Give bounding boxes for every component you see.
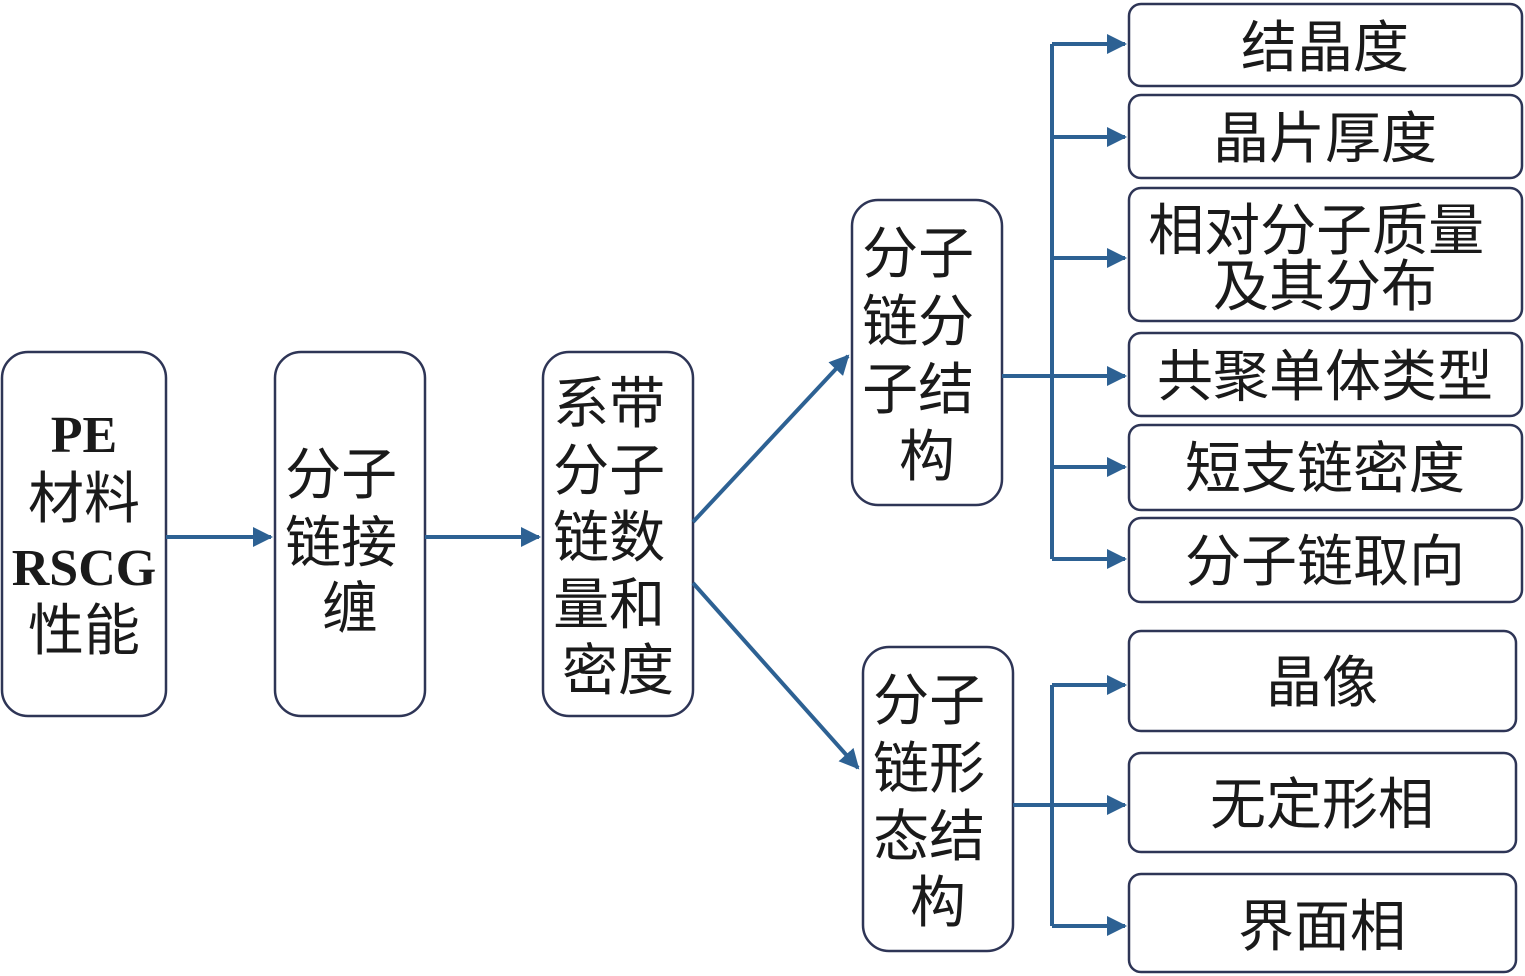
svg-text:PE: PE <box>51 407 117 464</box>
node-morphology-structure-line-2: 链形 <box>873 737 985 802</box>
node-entanglement-line-3: 缠 <box>322 577 378 642</box>
factor-comonomer-type: 共聚单体类型 <box>1127 331 1524 418</box>
svg-text:性能: 性能 <box>28 599 140 664</box>
factor-crystallinity-label: 结晶度 <box>1241 16 1409 81</box>
factor-molecular-weight: 相对分子质量 及其分布 <box>1127 186 1524 323</box>
svg-text:短支链密度: 短支链密度 <box>1185 437 1465 502</box>
factor-amorphous-phase-label: 无定形相 <box>1210 773 1434 838</box>
node-tie-chain-line-4: 量和 <box>553 573 665 638</box>
node-morphology-structure: 分子 链形 态结 构 <box>861 645 1015 953</box>
svg-text:分子 链接 缠: 分子 链接 缠 <box>285 443 415 642</box>
factor-interface-phase-label: 界面相 <box>1238 895 1406 960</box>
svg-text:晶片厚度: 晶片厚度 <box>1213 107 1437 172</box>
factor-amorphous-phase: 无定形相 <box>1127 751 1518 854</box>
node-tie-chain-line-3: 链数 <box>553 506 665 571</box>
node-entanglement: 分子 链接 缠 <box>273 350 427 718</box>
node-tie-chain-line-2: 分子 <box>553 439 665 504</box>
factor-interface-phase: 界面相 <box>1127 872 1518 974</box>
node-morphology-structure-line-3: 态结 <box>873 805 985 870</box>
node-pe-rscg-line-2: 材料 <box>28 467 140 532</box>
node-entanglement-line-2: 链接 <box>285 511 397 576</box>
factor-short-branch-density-label: 短支链密度 <box>1185 437 1465 502</box>
svg-text:系带 分子 链数 量和: 系带 分子 链数 量和 密度 <box>553 372 683 704</box>
node-molecular-structure-line-4: 构 <box>899 425 955 490</box>
svg-text:界面相: 界面相 <box>1238 895 1406 960</box>
factor-chain-orientation: 分子链取向 <box>1127 516 1524 604</box>
svg-text:无定形相: 无定形相 <box>1210 773 1434 838</box>
node-tie-chain-line-5: 密度 <box>562 639 674 704</box>
arrow-tie-chain-to-molecular-structure <box>691 354 850 524</box>
node-pe-rscg: PE 材料 RSCG 性能 <box>0 350 168 718</box>
node-molecular-structure-line-1: 分子 <box>862 222 974 287</box>
node-molecular-structure-line-2: 链分 <box>862 290 974 355</box>
node-molecular-structure: 分子 链分 子结 构 <box>850 198 1004 507</box>
svg-text:共聚单体类型: 共聚单体类型 <box>1157 345 1493 410</box>
factor-molecular-weight-line-1: 相对分子质量 <box>1148 199 1484 264</box>
node-molecular-structure-line-3: 子结 <box>862 358 974 423</box>
node-tie-chain: 系带 分子 链数 量和 密度 <box>541 350 695 718</box>
svg-text:材料: 材料 <box>28 467 140 532</box>
factor-lamella-thickness-label: 晶片厚度 <box>1213 107 1437 172</box>
node-pe-rscg-line-4: 性能 <box>28 599 140 664</box>
factor-crystal-phase: 晶像 <box>1127 629 1518 733</box>
svg-text:分子 链分 子结 构: 分子 链分 子结 构 <box>862 222 992 490</box>
svg-text:结晶度: 结晶度 <box>1241 16 1409 81</box>
node-entanglement-line-1: 分子 <box>285 443 397 508</box>
factor-chain-orientation-label: 分子链取向 <box>1185 530 1465 595</box>
bracket-morphology-factors <box>1013 675 1127 936</box>
node-morphology-structure-line-1: 分子 <box>873 669 985 734</box>
node-pe-rscg-line-3: RSCG <box>12 540 156 597</box>
factor-comonomer-type-label: 共聚单体类型 <box>1157 345 1493 410</box>
factor-crystal-phase-label: 晶像 <box>1266 651 1378 716</box>
bracket-molecular-factors <box>1002 34 1127 569</box>
svg-text:分子链取向: 分子链取向 <box>1185 530 1465 595</box>
factor-lamella-thickness: 晶片厚度 <box>1127 93 1524 180</box>
svg-text:相对分子质量 及其分布: 相对分子质量 及其分布 <box>1148 199 1502 320</box>
arrow-tie-chain-to-morphology-structure <box>691 581 860 770</box>
node-morphology-structure-line-4: 构 <box>910 871 966 936</box>
node-pe-rscg-line-1: PE <box>51 407 117 464</box>
node-tie-chain-line-1: 系带 <box>553 372 665 437</box>
svg-text:晶像: 晶像 <box>1266 651 1378 716</box>
svg-text:分子 链形 态结 构: 分子 链形 态结 构 <box>873 669 1003 936</box>
factor-short-branch-density: 短支链密度 <box>1127 423 1524 512</box>
svg-text:RSCG: RSCG <box>12 540 156 597</box>
factor-crystallinity: 结晶度 <box>1127 2 1524 88</box>
factor-molecular-weight-line-2: 及其分布 <box>1213 255 1437 320</box>
